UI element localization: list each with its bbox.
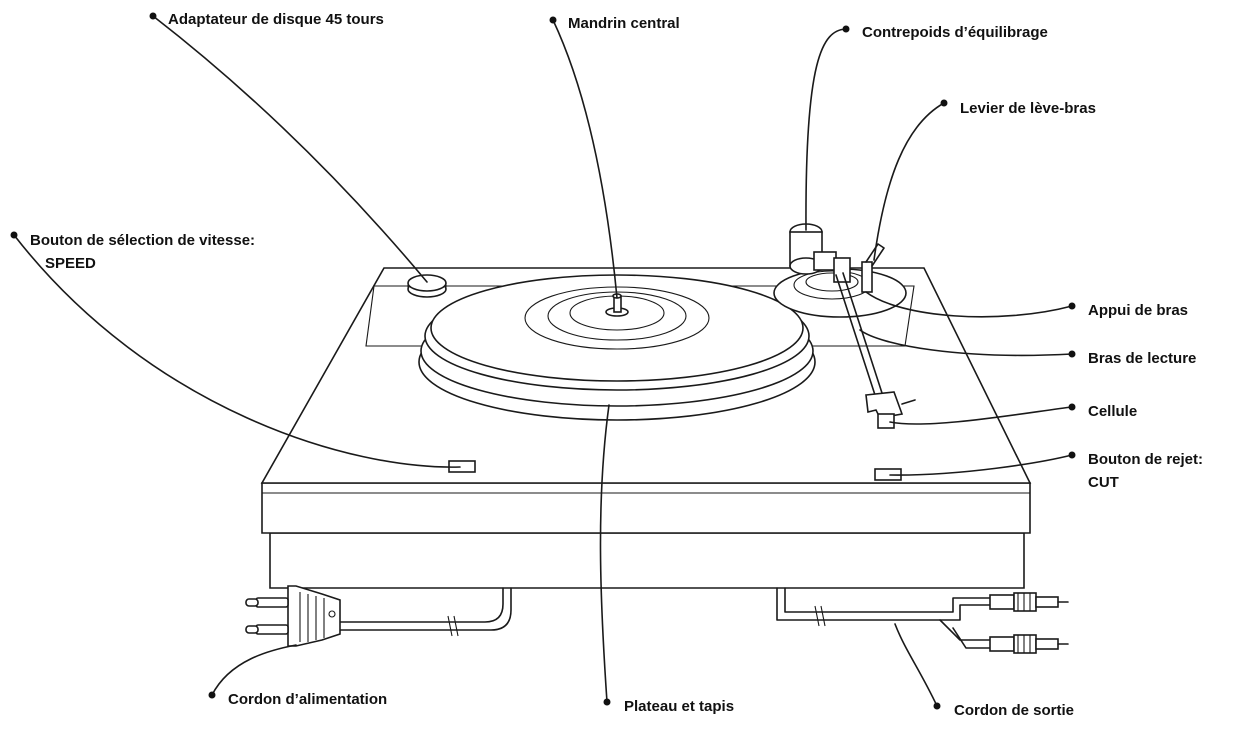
label-power-cord: Cordon d’alimentation — [228, 691, 387, 708]
adapter-45 — [407, 274, 447, 298]
leader-counterweight — [805, 28, 847, 231]
leader-output-cord — [894, 623, 938, 707]
leader-adapter — [152, 15, 428, 283]
leader-platter — [599, 404, 610, 703]
label-speed-line2: SPEED — [45, 255, 96, 272]
output-cord — [776, 587, 1069, 654]
label-tonearm: Bras de lecture — [1088, 350, 1196, 367]
label-cut-line1: Bouton de rejet: — [1088, 451, 1203, 468]
label-counterweight: Contrepoids d’équilibrage — [862, 24, 1048, 41]
leader-cut — [889, 454, 1073, 476]
label-cartridge: Cellule — [1088, 403, 1137, 420]
leader-cue-lever — [873, 102, 945, 261]
tonearm-assembly — [789, 223, 916, 429]
label-output-cord: Cordon de sortie — [954, 702, 1074, 719]
label-spindle: Mandrin central — [568, 15, 680, 32]
leader-spindle — [552, 19, 618, 299]
leader-speed — [13, 234, 461, 468]
label-cut-line2: CUT — [1088, 474, 1119, 491]
label-dots — [10, 12, 1076, 710]
leader-tonearm — [859, 329, 1073, 357]
leader-power-cord — [211, 644, 297, 696]
label-arm-rest: Appui de bras — [1088, 302, 1188, 319]
label-speed-line1: Bouton de sélection de vitesse: — [30, 232, 255, 249]
leader-lines — [13, 15, 1073, 707]
label-adapter: Adaptateur de disque 45 tours — [168, 11, 384, 28]
leader-cartridge — [889, 406, 1073, 425]
label-platter: Plateau et tapis — [624, 698, 734, 715]
platter — [418, 274, 816, 421]
spindle — [605, 293, 629, 317]
label-cue-lever: Levier de lève-bras — [960, 100, 1096, 117]
power-cord — [245, 585, 512, 647]
leader-arm-rest — [865, 291, 1073, 318]
